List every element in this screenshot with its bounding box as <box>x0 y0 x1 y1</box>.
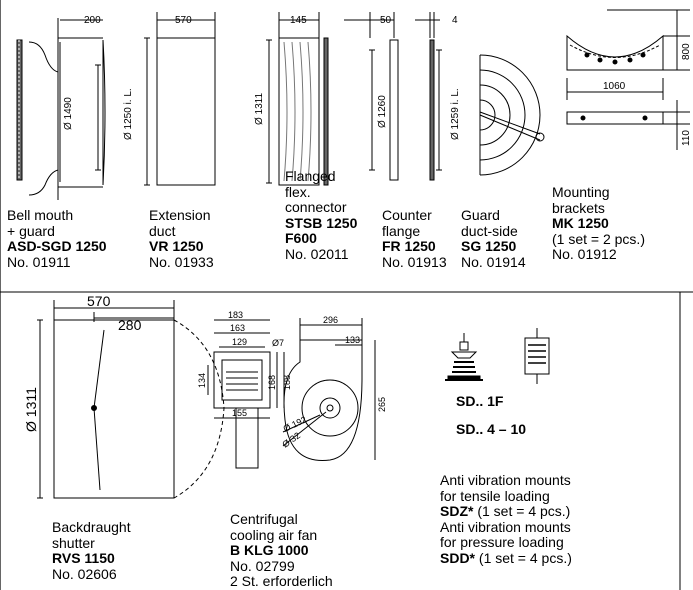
dim-133: 133 <box>345 335 360 345</box>
mount-label-1f: SD.. 1F <box>456 393 504 409</box>
dim-155: 155 <box>232 408 247 418</box>
drawing-counter-flange <box>344 12 399 181</box>
dim-296: 296 <box>323 315 338 325</box>
dim-168: 168 <box>267 375 277 390</box>
dim-280: 280 <box>118 317 142 333</box>
drawing-mounting-brackets <box>566 9 690 150</box>
dim-129: 129 <box>232 337 247 347</box>
dim-134: 134 <box>197 373 207 388</box>
dim-4: 4 <box>452 15 458 26</box>
dim-1259: Ø 1259 i. L. <box>450 88 461 140</box>
drawing-vibration-mounts <box>445 328 550 384</box>
dim-570: 570 <box>175 15 192 26</box>
dim-188: 188 <box>282 375 292 390</box>
drawing-extension-duct <box>144 12 216 186</box>
dim-200: 200 <box>84 15 101 26</box>
dim-800: 800 <box>681 43 692 60</box>
dim-163: 163 <box>230 323 245 333</box>
dim-1250: Ø 1250 i. L. <box>123 88 134 140</box>
dim-570b: 570 <box>87 293 111 309</box>
dim-1060: 1060 <box>603 81 626 92</box>
drawing-flex-connector <box>266 12 329 186</box>
drawing-centrifugal-fan <box>207 318 376 469</box>
dim-265: 265 <box>377 397 387 412</box>
dim-110: 110 <box>681 130 692 146</box>
mount-label-4-10: SD.. 4 – 10 <box>456 421 526 437</box>
dim-1260: Ø 1260 <box>377 95 388 128</box>
dim-145: 145 <box>290 15 307 26</box>
drawing-guard <box>415 12 545 181</box>
dim-1311b: Ø 1311 <box>23 387 39 432</box>
dim-50: 50 <box>380 15 392 26</box>
dim-183: 183 <box>228 310 243 320</box>
drawing-bell-mouth <box>16 18 106 200</box>
dim-1311: Ø 1311 <box>254 93 265 125</box>
dim-7: Ø7 <box>272 338 284 348</box>
dim-1490: Ø 1490 <box>63 97 74 130</box>
